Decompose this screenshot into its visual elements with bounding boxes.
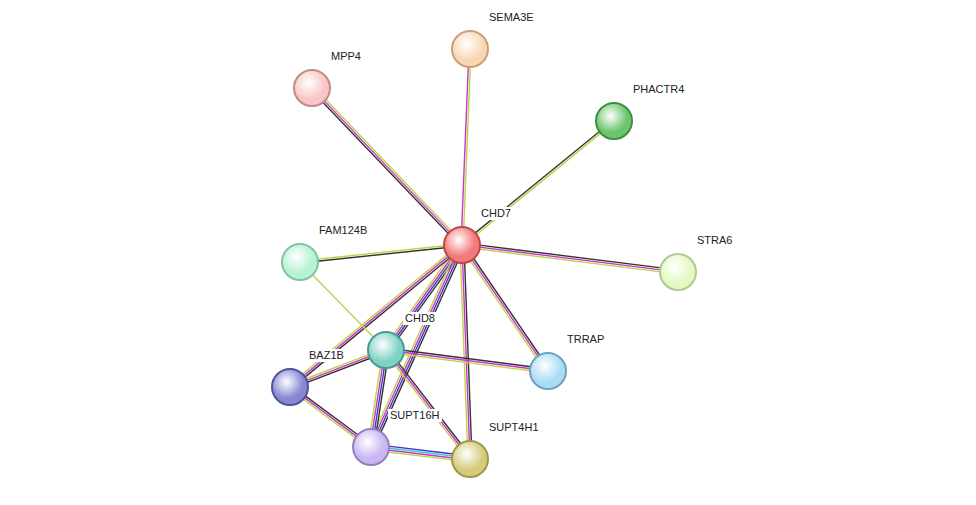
evidence-line	[479, 245, 661, 268]
node-label: PHACTR4	[631, 83, 686, 96]
evidence-line	[388, 450, 453, 458]
evidence-line	[395, 258, 451, 335]
evidence-line	[476, 133, 601, 235]
interaction-edge	[312, 274, 374, 338]
evidence-line	[403, 354, 531, 371]
evidence-line	[403, 352, 531, 369]
evidence-line	[479, 247, 661, 270]
node-label: MPP4	[329, 50, 363, 63]
evidence-line	[322, 102, 448, 234]
evidence-line	[388, 452, 453, 460]
interaction-edge	[461, 262, 472, 442]
evidence-line	[325, 99, 451, 231]
node-label: SUPT16H	[388, 409, 442, 422]
interaction-edge	[371, 366, 387, 430]
node-label: CHD7	[479, 207, 513, 220]
interaction-edge	[475, 131, 602, 235]
interaction-edge	[403, 350, 532, 371]
interaction-edge	[317, 246, 445, 261]
node-label: FAM124B	[317, 224, 369, 237]
evidence-line	[373, 367, 383, 430]
interaction-edge	[470, 258, 540, 358]
node-label: BAZ1B	[307, 349, 346, 362]
protein-node: FAM124B	[281, 243, 319, 281]
protein-node: STRA6	[659, 253, 697, 291]
evidence-line	[304, 257, 450, 377]
interaction-edge	[388, 446, 454, 460]
evidence-line	[394, 257, 450, 334]
evidence-line	[461, 262, 468, 442]
node-label: CHD8	[403, 312, 437, 325]
evidence-line	[317, 248, 445, 261]
evidence-line	[303, 256, 449, 376]
protein-node: BAZ1B	[271, 368, 309, 406]
protein-node: SEMA3E	[451, 30, 489, 68]
evidence-line	[403, 350, 531, 367]
interaction-edge	[479, 245, 662, 272]
evidence-line	[317, 246, 445, 259]
evidence-line	[312, 274, 374, 338]
node-label: TRRAP	[565, 333, 606, 346]
evidence-line	[395, 365, 458, 447]
interaction-edge	[395, 362, 461, 446]
node-label: SUPT4H1	[487, 421, 541, 434]
evidence-line	[388, 448, 453, 456]
evidence-line	[305, 396, 359, 436]
interaction-edge	[303, 396, 359, 439]
evidence-line	[470, 260, 537, 358]
interaction-edge	[302, 254, 450, 377]
evidence-line	[304, 397, 358, 437]
evidence-line	[398, 362, 461, 444]
evidence-line	[473, 258, 540, 356]
node-label: SEMA3E	[487, 11, 536, 24]
evidence-line	[303, 399, 357, 439]
evidence-line	[464, 66, 471, 228]
protein-node: SUPT4H1	[451, 440, 489, 478]
protein-node: MPP4	[293, 69, 331, 107]
evidence-line	[324, 100, 450, 232]
node-label: STRA6	[695, 234, 734, 247]
protein-node: PHACTR4	[595, 102, 633, 140]
evidence-line	[475, 131, 600, 233]
protein-node: TRRAP	[529, 352, 567, 390]
evidence-line	[396, 364, 459, 446]
protein-node: SUPT16H	[352, 428, 390, 466]
evidence-line	[479, 249, 661, 272]
protein-node: CHD8	[367, 331, 405, 369]
evidence-line	[371, 366, 381, 429]
interaction-edge	[322, 99, 451, 234]
evidence-line	[472, 259, 539, 357]
protein-node: CHD7	[443, 226, 481, 264]
interaction-edge	[462, 66, 471, 228]
